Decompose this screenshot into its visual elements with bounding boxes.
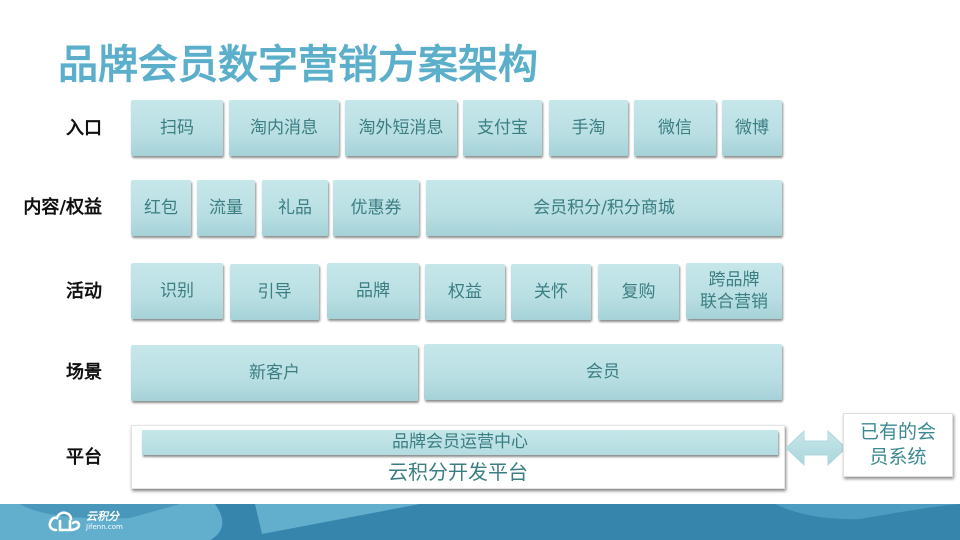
entry-wechat: 微信: [634, 100, 716, 156]
row-label-entry: 入口: [66, 118, 102, 139]
content-points-mall: 会员积分/积分商城: [426, 180, 782, 236]
cloud-points-dev-platform: 云积分开发平台: [388, 460, 528, 484]
activity-cross-brand-marketing: 跨品牌 联合营销: [686, 263, 782, 319]
row-label-activity: 活动: [66, 281, 102, 302]
row-label-scene: 场景: [66, 362, 102, 383]
row-label-platform: 平台: [66, 447, 102, 468]
double-arrow-icon: [784, 428, 848, 468]
entry-external-sms: 淘外短消息: [345, 100, 457, 156]
content-traffic: 流量: [197, 180, 255, 236]
cloud-logo-icon: [48, 511, 81, 532]
activity-benefits: 权益: [425, 264, 505, 320]
entry-weibo: 微博: [722, 100, 782, 156]
activity-brand: 品牌: [327, 263, 419, 319]
activity-care: 关怀: [511, 264, 591, 320]
platform-container: 品牌会员运营中心 云积分开发平台: [131, 425, 785, 489]
entry-alipay: 支付宝: [463, 100, 542, 156]
content-red-packet: 红包: [131, 180, 191, 236]
activity-guide: 引导: [230, 264, 319, 320]
entry-taobao-inner-message: 淘内消息: [229, 100, 339, 156]
footer-banner: [0, 504, 960, 540]
row-label-content: 内容/权益: [23, 197, 102, 218]
page-title: 品牌会员数字营销方案架构: [58, 42, 538, 88]
scene-new-customer: 新客户: [131, 345, 418, 401]
activity-identify: 识别: [131, 263, 223, 319]
logo-chinese-name: 云积分: [86, 510, 119, 523]
entry-mobile-taobao: 手淘: [549, 100, 628, 156]
scene-member: 会员: [424, 344, 782, 400]
entry-scan: 扫码: [131, 100, 223, 156]
logo-domain: Jifenn.com: [86, 523, 123, 531]
content-coupon: 优惠券: [333, 180, 419, 236]
activity-repurchase: 复购: [598, 264, 679, 320]
content-gift: 礼品: [262, 180, 328, 236]
brand-member-ops-center: 品牌会员运营中心: [142, 430, 778, 455]
existing-member-system: 已有的会 员系统: [843, 413, 953, 477]
brand-logo: 云积分 Jifenn.com: [48, 508, 123, 536]
